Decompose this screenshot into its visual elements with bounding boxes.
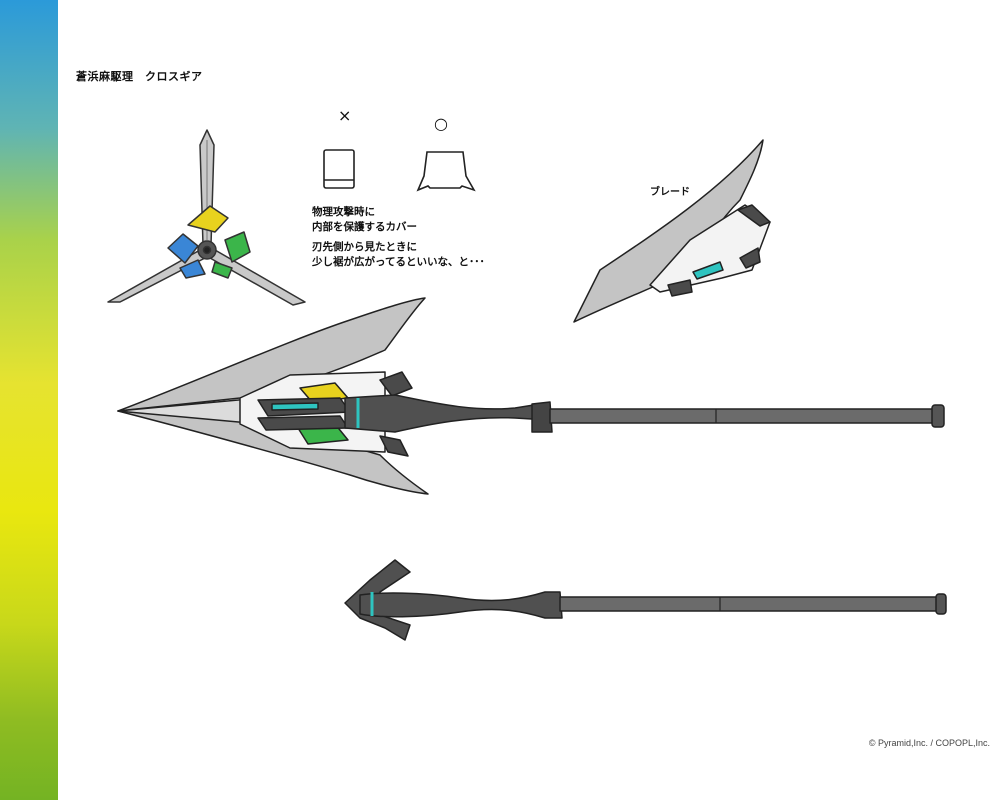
note-view-line2: 少し裾が広がってるといいな、と･･･ (312, 256, 485, 268)
cover-sketch-ng (323, 149, 355, 189)
blade-detail-sketch (573, 139, 771, 323)
cover-sketch-ok (416, 151, 476, 192)
note-cover: 物理攻撃時に 内部を保護するカバー (312, 205, 417, 235)
gradient-side-bar (0, 0, 58, 800)
note-view-line1: 刃先側から見たときに (312, 241, 417, 253)
note-view: 刃先側から見たときに 少し裾が広がってるといいな、と･･･ (312, 240, 485, 270)
blade-label: ブレード (650, 187, 690, 198)
mark-ng: × (338, 106, 352, 125)
front-view-sketch (107, 129, 306, 306)
note-cover-line1: 物理攻撃時に (312, 206, 375, 218)
note-cover-line2: 内部を保護するカバー (312, 221, 417, 233)
mark-ok: ○ (434, 114, 448, 133)
spear-closed-view (344, 559, 947, 641)
spear-side-view (117, 297, 945, 495)
copyright-notice: © Pyramid,Inc. / COPOPL,Inc. (868, 738, 990, 748)
sheet-title: 蒼浜麻駆理 クロスギア (76, 70, 203, 83)
